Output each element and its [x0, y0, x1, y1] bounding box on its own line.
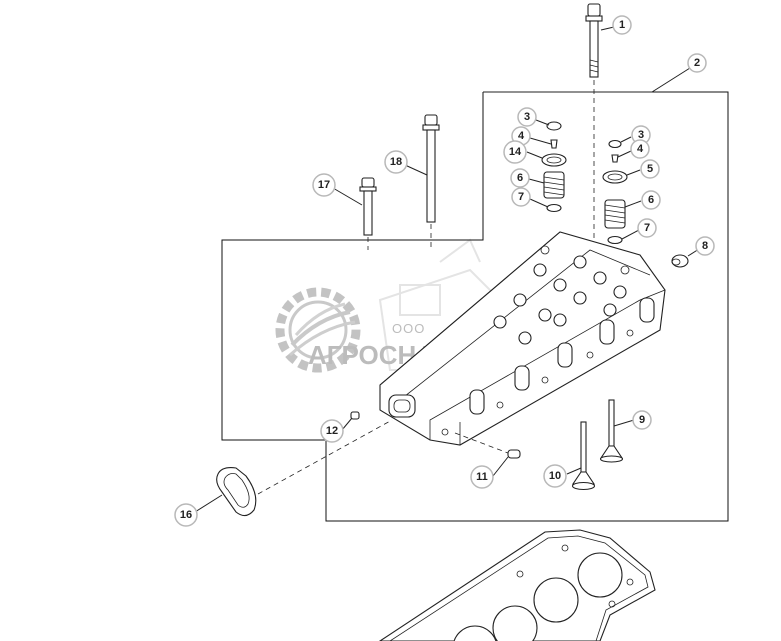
callout-4b: 4 — [630, 139, 650, 159]
svg-text:9: 9 — [639, 414, 645, 426]
callout-5: 5 — [640, 159, 660, 179]
callout-6a: 6 — [510, 168, 530, 188]
side-holes — [441, 329, 634, 436]
svg-text:8: 8 — [702, 240, 708, 252]
svg-text:16: 16 — [180, 509, 192, 521]
svg-text:5: 5 — [647, 163, 653, 175]
callout-14: 14 — [503, 140, 527, 164]
svg-text:7: 7 — [644, 222, 650, 234]
svg-text:6: 6 — [517, 172, 523, 184]
callout-3b: 3 — [631, 125, 651, 145]
svg-text:3: 3 — [524, 111, 530, 123]
intake-ports — [388, 297, 655, 418]
svg-text:4: 4 — [518, 130, 525, 142]
svg-text:18: 18 — [390, 156, 402, 168]
svg-text:10: 10 — [549, 470, 561, 482]
exhaust-gasket-16 — [216, 419, 393, 517]
head-bolt-long — [585, 3, 603, 250]
callout-6b: 6 — [641, 190, 661, 210]
valve-seats — [493, 245, 630, 345]
plug-12 — [350, 411, 360, 420]
callout-7a: 7 — [511, 187, 531, 207]
valve-spring-left — [543, 171, 565, 199]
valve-spring-stack-right — [602, 139, 628, 245]
callout-9: 9 — [632, 410, 652, 430]
callout-3a: 3 — [517, 107, 537, 127]
callout-8: 8 — [695, 236, 715, 256]
svg-text:17: 17 — [318, 179, 330, 191]
svg-text:2: 2 — [694, 57, 700, 69]
callout-11: 11 — [470, 465, 494, 489]
plug-11 — [454, 432, 521, 459]
svg-text:7: 7 — [518, 191, 524, 203]
callout-7b: 7 — [637, 218, 657, 238]
head-bolt-18 — [422, 114, 440, 250]
svg-text:3: 3 — [638, 129, 644, 141]
svg-text:4: 4 — [637, 143, 644, 155]
plug-8 — [671, 254, 689, 268]
gear-wheat-logo-icon — [275, 287, 361, 373]
callout-18: 18 — [384, 150, 408, 174]
valve-spring-right — [604, 199, 626, 229]
callout-12: 12 — [320, 419, 344, 443]
watermark-prefix: ООО — [392, 321, 425, 336]
callouts: 1 2 3 3 4 4 5 6 — [174, 15, 715, 527]
cylinder-head-body — [379, 231, 666, 446]
callout-1: 1 — [612, 15, 632, 35]
callout-16: 16 — [174, 503, 198, 527]
valve-spring-stack-left — [541, 121, 567, 213]
callout-10: 10 — [543, 464, 567, 488]
callout-2: 2 — [687, 53, 707, 73]
svg-text:12: 12 — [326, 425, 338, 437]
callout-17: 17 — [312, 173, 336, 197]
valve-10 — [571, 421, 596, 491]
svg-text:14: 14 — [509, 146, 522, 158]
svg-text:11: 11 — [476, 471, 488, 483]
valve-9 — [599, 399, 624, 463]
head-bolt-17 — [359, 177, 377, 250]
svg-text:6: 6 — [648, 194, 654, 206]
svg-text:1: 1 — [619, 19, 625, 31]
head-gasket — [379, 529, 656, 641]
